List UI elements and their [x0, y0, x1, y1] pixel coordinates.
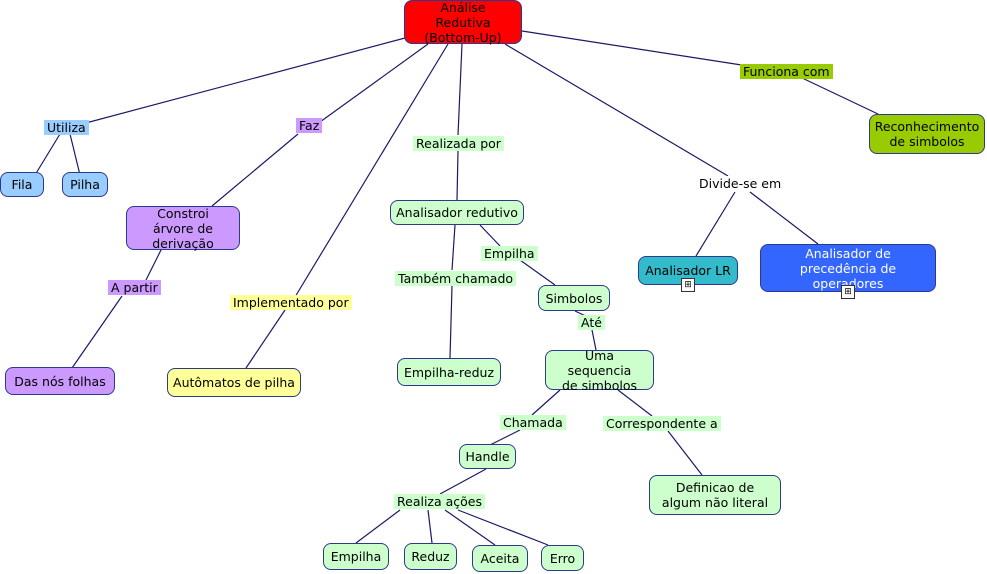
nos-folhas-node[interactable]: Das nós folhas: [5, 367, 115, 395]
definicao-node[interactable]: Definicao de algum não literal: [649, 475, 781, 515]
link-chamada: Chamada: [500, 415, 566, 430]
link-a-partir: A partir: [108, 280, 161, 295]
simbolos-node[interactable]: Simbolos: [538, 285, 610, 311]
acao-reduz-node[interactable]: Reduz: [404, 543, 457, 570]
submap-icon[interactable]: ⊞: [841, 285, 855, 299]
reconhecimento-node[interactable]: Reconhecimento de simbolos: [869, 114, 985, 154]
analisador-redutivo-node[interactable]: Analisador redutivo: [390, 200, 524, 225]
constroi-arvore-node[interactable]: Constroi árvore de derivação: [126, 206, 240, 251]
acao-erro-node[interactable]: Erro: [541, 545, 584, 571]
link-correspondente-a: Correspondente a: [603, 416, 721, 431]
link-funciona-com: Funciona com: [740, 64, 833, 79]
fila-node[interactable]: Fila: [0, 172, 44, 197]
link-implementado-por: Implementado por: [230, 295, 352, 310]
automatos-de-pilha-node[interactable]: Autômatos de pilha: [167, 368, 301, 397]
link-tambem-chamado: Também chamado: [395, 271, 517, 286]
link-utiliza: Utiliza: [44, 120, 89, 135]
pilha-node[interactable]: Pilha: [62, 172, 108, 197]
root-concept-node[interactable]: Análise Redutiva (Bottom-Up): [404, 0, 522, 45]
link-divide-se-em: Divide-se em: [696, 176, 785, 191]
link-realiza-acoes: Realiza ações: [394, 494, 485, 509]
link-empilha: Empilha: [481, 246, 538, 261]
link-realizada-por: Realizada por: [413, 136, 504, 151]
empilha-reduz-node[interactable]: Empilha-reduz: [397, 358, 501, 386]
link-faz: Faz: [296, 118, 323, 133]
link-ate: Até: [578, 315, 605, 330]
handle-node[interactable]: Handle: [459, 444, 516, 469]
acao-empilha-node[interactable]: Empilha: [323, 543, 389, 570]
acao-aceita-node[interactable]: Aceita: [472, 545, 528, 572]
sequencia-de-simbolos-node[interactable]: Uma sequencia de simbolos: [545, 348, 654, 393]
submap-icon[interactable]: ⊞: [681, 278, 695, 292]
